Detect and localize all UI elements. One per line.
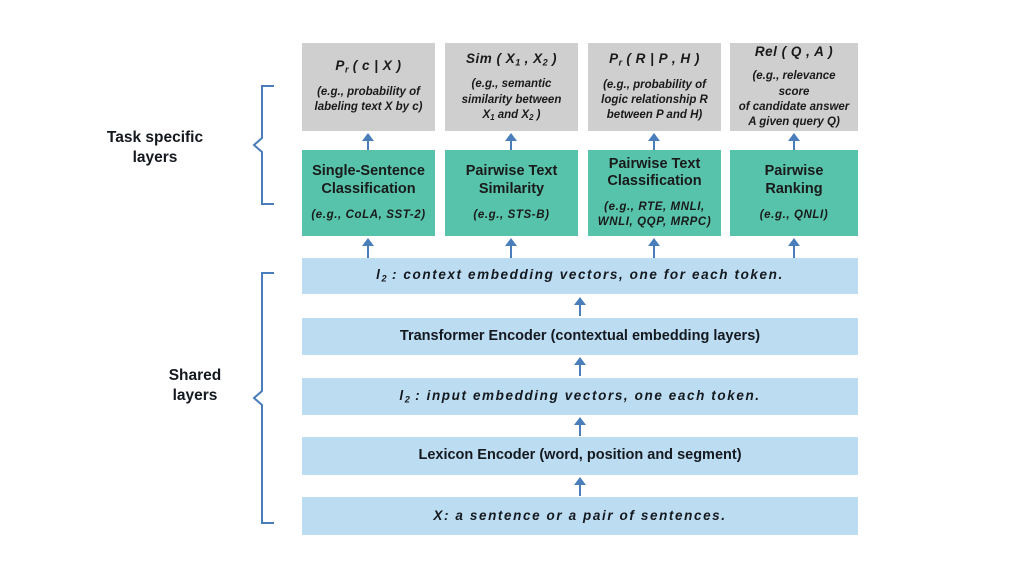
arrow-input-to-lexicon (574, 477, 586, 496)
arrow-shared-to-task (788, 238, 800, 258)
brace-task-specific (252, 84, 276, 206)
shared-bar-context-embedding[interactable]: l2 : context embedding vectors, one for … (302, 258, 858, 294)
shared-bar-lexicon-encoder[interactable]: Lexicon Encoder (word, position and segm… (302, 437, 858, 475)
shared-bar-input-embedding[interactable]: l2 : input embedding vectors, one each t… (302, 378, 858, 415)
arrow-lexicon-to-input-embedding (574, 417, 586, 436)
shared-bar-label: Lexicon Encoder (word, position and segm… (418, 447, 742, 464)
side-label-line: layers (132, 149, 178, 167)
shared-bar-label: X: a sentence or a pair of sentences. (433, 507, 727, 523)
task-datasets: (e.g., QNLI) (759, 208, 829, 221)
task-datasets: (e.g., RTE, MNLI,WNLI, QQP, MRPC) (597, 201, 712, 229)
arrow-task-to-output (648, 133, 660, 150)
side-label-task-specific-layers: Task specific layers (70, 128, 240, 168)
arrow-shared-to-task (505, 238, 517, 258)
task-datasets: (e.g., CoLA, SST-2) (311, 208, 426, 221)
shared-bar-transformer-encoder[interactable]: Transformer Encoder (contextual embeddin… (302, 318, 858, 355)
arrow-input-embedding-to-transformer (574, 357, 586, 376)
task-datasets: (e.g., STS-B) (473, 208, 550, 221)
output-title: Sim ( X1 , X2 ) (466, 50, 557, 68)
shared-bar-label: l2 : input embedding vectors, one each t… (399, 387, 761, 405)
arrow-shared-to-task (648, 238, 660, 258)
arrow-task-to-output (362, 133, 374, 150)
arrow-transformer-to-context (574, 297, 586, 316)
shared-bar-input-sentence[interactable]: X: a sentence or a pair of sentences. (302, 497, 858, 535)
arrow-shared-to-task (362, 238, 374, 258)
side-label-shared-layers: Shared layers (110, 366, 280, 406)
side-label-line: Task specific (106, 129, 204, 146)
output-title: Rel ( Q , A ) (754, 43, 834, 59)
shared-bar-label: Transformer Encoder (contextual embeddin… (399, 327, 761, 344)
arrow-task-to-output (505, 133, 517, 150)
shared-bar-label: l2 : context embedding vectors, one for … (376, 267, 784, 284)
arrow-task-to-output (788, 133, 800, 150)
side-label-line: layers (172, 387, 218, 405)
brace-shared (252, 271, 276, 525)
side-label-line: Shared (168, 367, 222, 384)
output-title: Pr ( c | X ) (335, 58, 402, 75)
output-title: Pr ( R | P , H ) (609, 50, 700, 68)
